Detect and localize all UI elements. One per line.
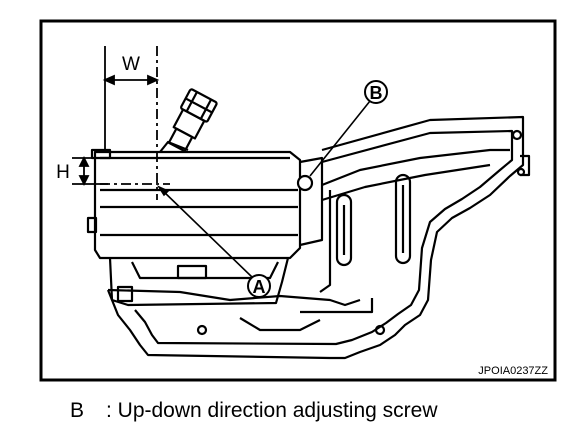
leader-b [309, 100, 371, 177]
legend-key: B [70, 399, 85, 422]
figure-code: JPOIA0237ZZ [478, 365, 548, 377]
label-b: B [370, 83, 383, 103]
leader-a [156, 185, 254, 279]
mounting-bracket [106, 115, 531, 360]
figure-frame [39, 19, 557, 382]
headlamp-unit [86, 88, 324, 307]
legend-text: : Up-down direction adjusting screw [106, 399, 438, 422]
h-dimension [72, 155, 108, 187]
legend-row: B : Up-down direction adjusting screw [70, 399, 438, 423]
adjusting-screw [296, 174, 314, 192]
label-a: A [253, 277, 266, 297]
w-dimension [102, 46, 160, 152]
lamp-center-mark [100, 152, 170, 200]
callout-a [247, 274, 271, 298]
label-h: H [56, 162, 70, 183]
label-w: W [122, 54, 140, 75]
callout-b [364, 80, 388, 104]
